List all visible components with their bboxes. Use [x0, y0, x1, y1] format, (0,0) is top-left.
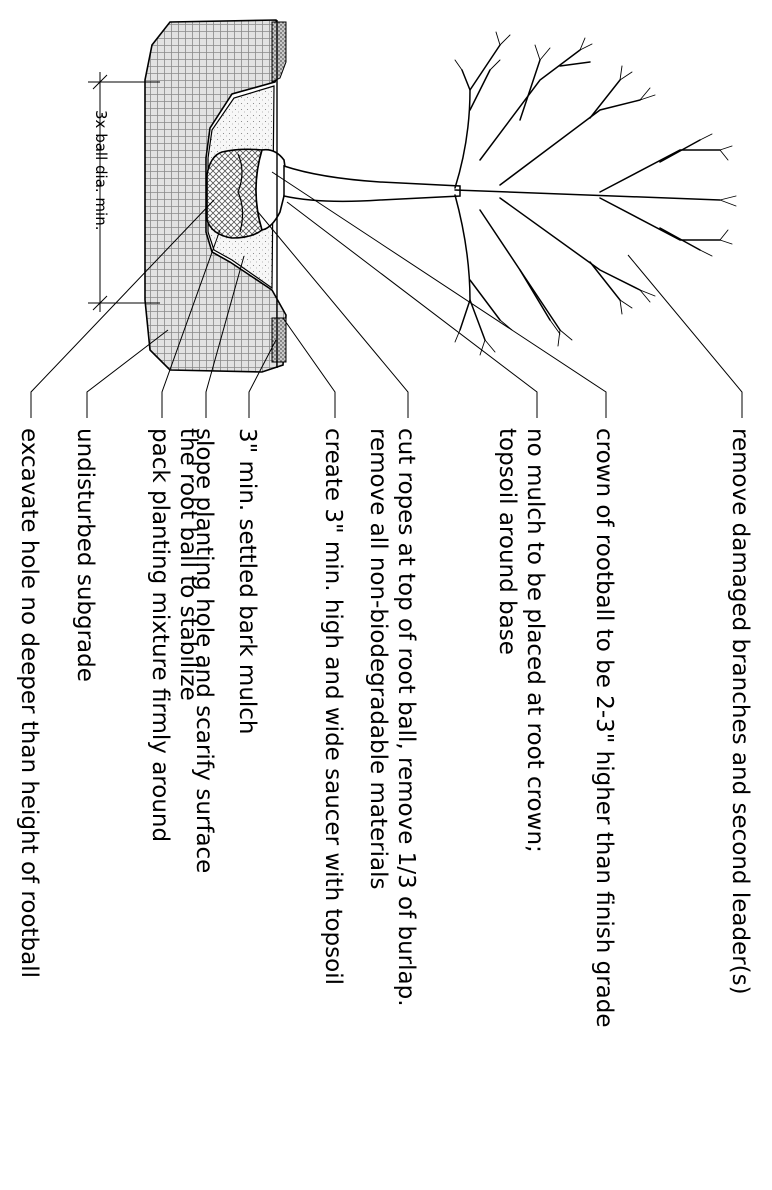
note-remove-branches: remove damaged branches and second leade…	[727, 428, 753, 995]
note-cut-ropes: cut ropes at top of root ball, remove 1/…	[365, 428, 419, 1014]
root-ball	[206, 148, 264, 239]
note-no-mulch: no mulch to be placed at root crown; top…	[494, 428, 548, 860]
note-labels: remove damaged branches and second leade…	[16, 428, 753, 1028]
burlap-edge	[237, 153, 244, 233]
bark-mulch-bottom	[271, 317, 287, 363]
note-excavate: excavate hole no deeper than height of r…	[16, 428, 42, 978]
dimension-label: 3x ball dia. min.	[92, 110, 110, 230]
tree-canopy	[454, 44, 721, 341]
note-slope-hole: slope planting hole and scarify surface	[191, 428, 217, 873]
note-bark-mulch: 3" min. settled bark mulch	[234, 428, 260, 735]
tree-twigs	[454, 31, 737, 356]
bark-mulch-top	[271, 21, 287, 83]
dimension-3x-ball	[88, 72, 160, 312]
tree-trunk	[283, 164, 461, 203]
undisturbed-subgrade	[144, 19, 287, 373]
note-saucer: create 3" min. high and wide saucer with…	[320, 428, 346, 985]
root-crown	[255, 148, 287, 231]
note-subgrade: undisturbed subgrade	[72, 428, 98, 682]
note-pack-mixture: pack planting mixture firmly around the …	[147, 428, 201, 849]
note-crown-height: crown of rootball to be 2-3" higher than…	[591, 428, 617, 1028]
leader-lines	[30, 171, 743, 418]
